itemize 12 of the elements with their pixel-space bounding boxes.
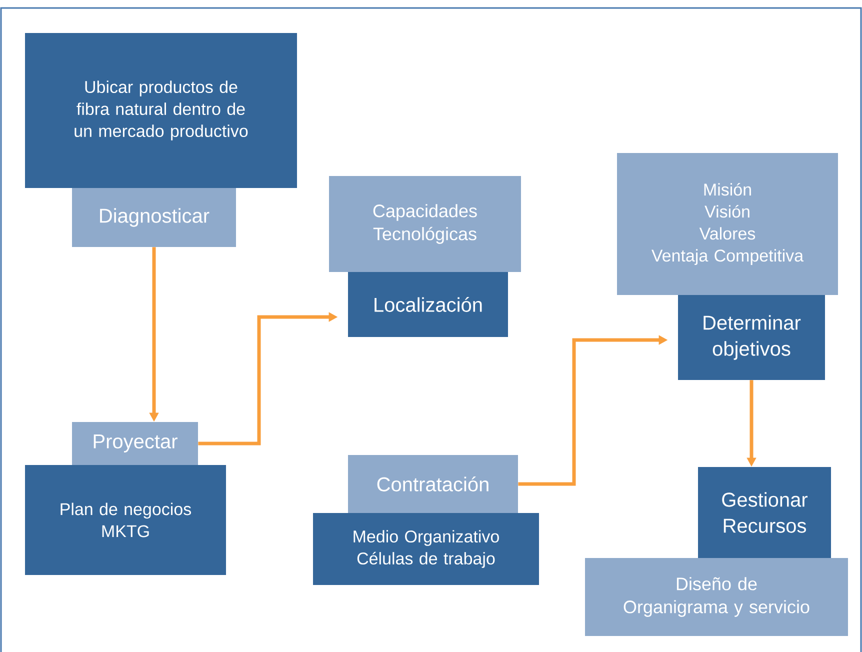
process-box: Diseño de Organigrama y servicio — [585, 558, 848, 636]
process-box: Proyectar — [72, 422, 198, 465]
process-box: Contratación — [348, 454, 518, 513]
process-box: Capacidades Tecnológicas — [329, 176, 521, 272]
process-box: Localización — [348, 272, 508, 337]
process-box: Diagnosticar — [72, 188, 236, 247]
process-box: Misión Visión Valores Ventaja Competitiva — [617, 152, 838, 295]
process-box: Plan de negocios MKTG — [25, 464, 226, 575]
process-box: Gestionar Recursos — [698, 466, 831, 558]
process-box: Ubicar productos de fibra natural dentro de un mercado productivo — [25, 32, 297, 188]
process-box: Determinar objetivos — [678, 295, 825, 380]
process-box: Medio Organizativo Células de trabajo — [313, 512, 539, 585]
